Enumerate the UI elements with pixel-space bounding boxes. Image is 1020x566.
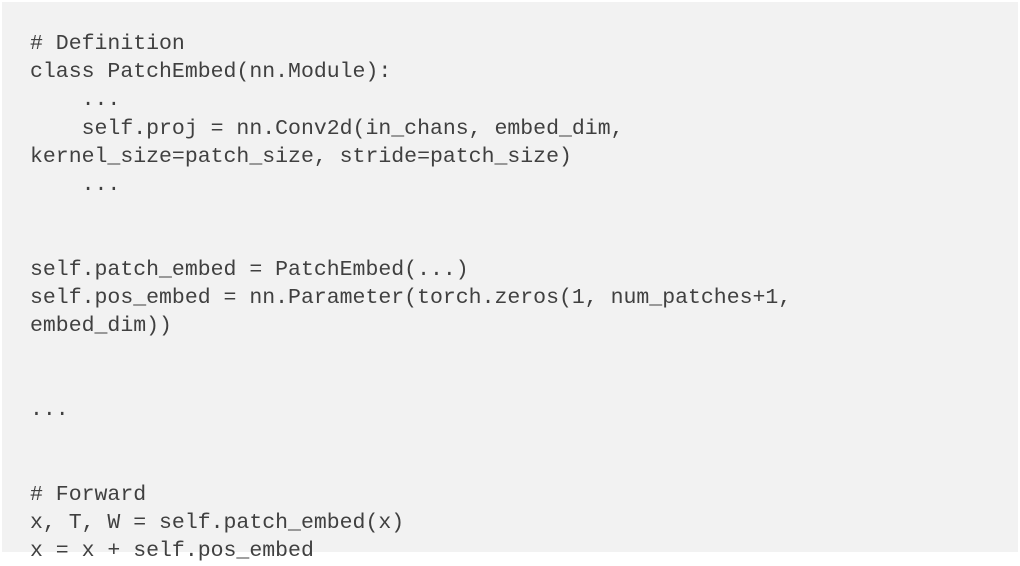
code-line-ellipsis: ...: [30, 172, 121, 197]
code-line-pos-embed-continued: embed_dim)): [30, 313, 172, 338]
code-line-pos-embed: self.pos_embed = nn.Parameter(torch.zero…: [30, 285, 792, 310]
code-line-proj-conv-continued: kernel_size=patch_size, stride=patch_siz…: [30, 144, 572, 169]
code-line-blank: [30, 227, 1018, 255]
code-line-blank: [30, 453, 1018, 481]
code-comment-forward: # Forward: [30, 483, 147, 507]
code-line-forward-add-pos-embed: x = x + self.pos_embed: [30, 539, 314, 564]
code-line-forward-patch-embed: x, T, W = self.patch_embed(x): [30, 511, 405, 536]
code-line-proj-conv: self.proj = nn.Conv2d(in_chans, embed_di…: [30, 116, 624, 141]
code-line-blank: [30, 340, 1018, 368]
code-line-ellipsis: ...: [30, 398, 69, 423]
code-line-blank: [30, 368, 1018, 396]
code-line-class-definition: class PatchEmbed(nn.Module):: [30, 60, 392, 85]
code-line-blank: [30, 199, 1018, 227]
code-line-ellipsis: ...: [30, 88, 121, 113]
code-line-blank: [30, 425, 1018, 453]
code-comment-definition: # Definition: [30, 32, 185, 56]
code-line-patch-embed: self.patch_embed = PatchEmbed(...): [30, 257, 469, 282]
